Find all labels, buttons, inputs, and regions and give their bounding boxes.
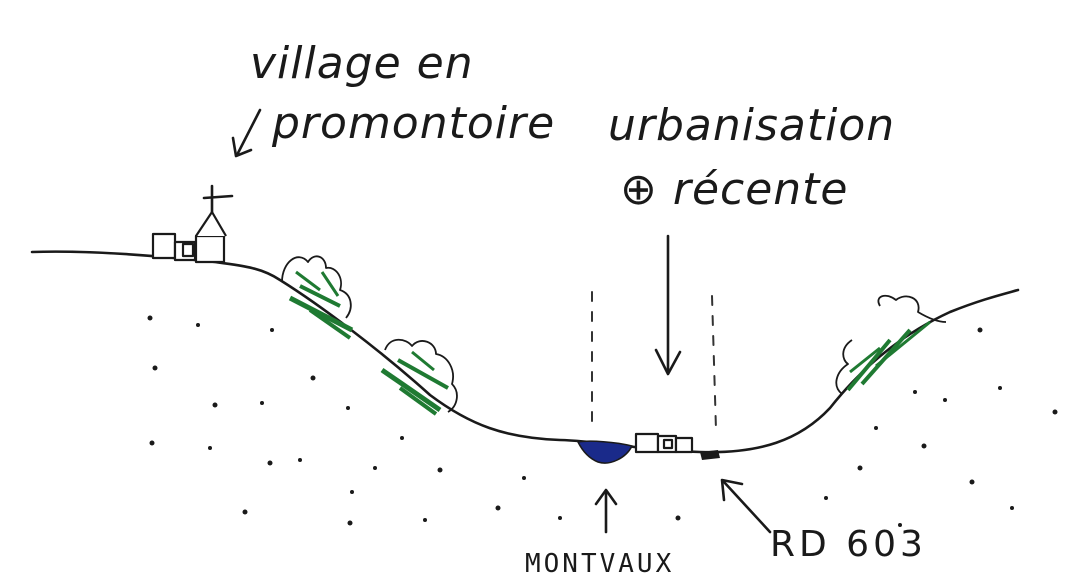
church-cross-icon	[202, 184, 234, 214]
urbanisation-label-line1: urbanisation	[608, 100, 895, 151]
village-houses	[151, 210, 227, 264]
terrain-profile-line	[30, 250, 1020, 454]
village-label-line2: promontoire	[271, 98, 555, 149]
river-arrow-icon	[594, 488, 618, 534]
valley-houses	[634, 432, 694, 454]
road-rd603-marker	[700, 450, 720, 460]
vegetation-left-lower	[380, 338, 458, 416]
river-montvaux	[576, 440, 634, 464]
urbanisation-arrow-icon	[654, 234, 682, 376]
road-label: RD 603	[770, 524, 927, 565]
vegetation-right	[835, 294, 947, 395]
ground-texture-dots	[147, 315, 1058, 527]
vegetation-left-upper	[281, 255, 354, 340]
village-arrow-icon	[231, 108, 262, 158]
urban-zone-right-dashes	[711, 295, 717, 431]
urbanisation-label-line2: ⊕ récente	[620, 164, 848, 215]
village-label-line1: village en	[250, 38, 474, 89]
road-arrow-icon	[720, 478, 772, 534]
river-label: MONTVAUX	[525, 549, 674, 579]
